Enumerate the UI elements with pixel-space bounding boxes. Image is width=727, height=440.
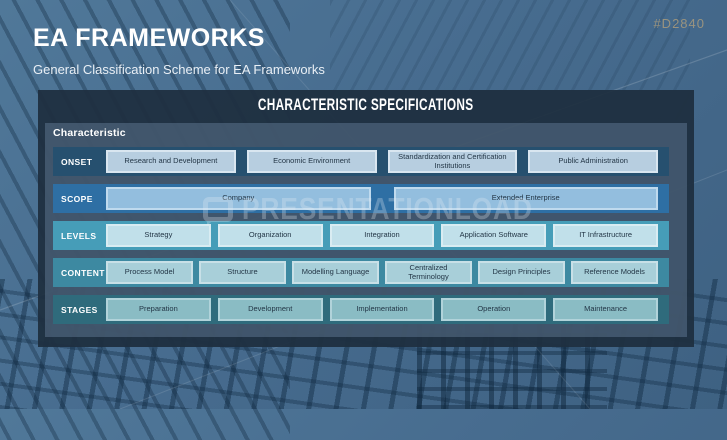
row-onset: ONSET Research and Development Economic En…	[53, 147, 669, 176]
row-boxes: Company Extended Enterprise	[106, 187, 658, 210]
row-boxes: Process Model Structure Modelling Language…	[106, 261, 658, 284]
spec-box: Implementation	[329, 298, 435, 321]
spec-box: Organization	[217, 224, 323, 247]
spec-box: Preparation	[106, 298, 211, 321]
spec-box: Company	[106, 187, 371, 210]
slide-code: #D2840	[653, 16, 705, 31]
characteristic-specifications-panel: CHARACTERISTIC SPECIFICATIONS Characteri…	[38, 90, 694, 347]
characteristic-label: Characteristic	[53, 127, 126, 139]
spec-box: Centralized Terminology	[385, 261, 472, 284]
row-label: ONSET	[61, 156, 93, 167]
spec-box: Development	[217, 298, 323, 321]
slide-subtitle: General Classification Scheme for EA Fra…	[33, 62, 325, 77]
row-stages: STAGES Preparation Development Implementati…	[53, 295, 669, 324]
row-label: LEVELS	[61, 230, 97, 241]
characteristic-container: Characteristic ONSET Research and Develop…	[45, 123, 687, 337]
spec-box: Operation	[441, 298, 547, 321]
row-label: SCOPE	[61, 193, 93, 204]
spec-box: Process Model	[106, 261, 193, 284]
spec-box: Modelling Language	[292, 261, 379, 284]
spec-box: Maintenance	[553, 298, 658, 321]
spec-box: Application Software	[441, 224, 547, 247]
spec-box: Extended Enterprise	[393, 187, 658, 210]
row-boxes: Research and Development Economic Environ…	[106, 150, 658, 173]
panel-title: CHARACTERISTIC SPECIFICATIONS	[258, 96, 474, 115]
row-boxes: Strategy Organization Integration Applicati…	[106, 224, 658, 247]
spec-box: Strategy	[106, 224, 211, 247]
spec-box: Public Administration	[528, 150, 658, 173]
row-boxes: Preparation Development Implementation Oper…	[106, 298, 658, 321]
row-scope: SCOPE Company Extended Enterprise	[53, 184, 669, 213]
row-label: STAGES	[61, 304, 98, 315]
row-label: CONTENT	[61, 267, 105, 278]
rows: ONSET Research and Development Economic En…	[53, 147, 669, 332]
spec-box: IT Infrastructure	[553, 224, 658, 247]
spec-box: Structure	[199, 261, 286, 284]
row-levels: LEVELS Strategy Organization Integration App…	[53, 221, 669, 250]
spec-box: Standardization and Certification Instit…	[387, 150, 518, 173]
slide-title: EA FRAMEWORKS	[33, 24, 265, 52]
slide-header: EA FRAMEWORKS General Classification Sch…	[33, 24, 325, 77]
spec-box: Reference Models	[571, 261, 658, 284]
spec-box: Research and Development	[106, 150, 236, 173]
spec-box: Integration	[329, 224, 435, 247]
spec-box: Economic Environment	[246, 150, 377, 173]
spec-box: Design Principles	[478, 261, 565, 284]
